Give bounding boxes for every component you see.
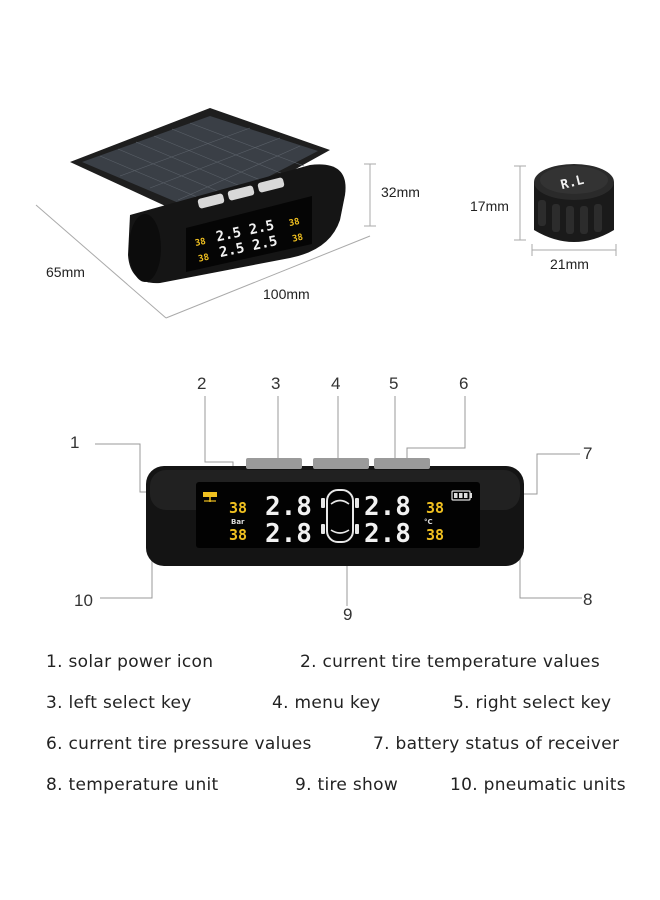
receiver-depth-label: 65mm [46,264,85,280]
callout-8: 8 [583,590,593,609]
temp-front-right: 38 [426,499,444,517]
callout-3: 3 [271,374,281,393]
legend-item-5: 5. right select key [453,693,612,713]
callout-1: 1 [70,433,80,452]
receiver-front-view-diagram: 38 38 Bar 2.8 2.8 2.8 2.8 38 °C 38 [95,396,582,606]
small-screen-temp-tl: 38 [194,237,207,249]
receiver-perspective-illustration: 38 2.5 2.5 2.5 2.5 38 38 38 [35,108,376,319]
pressure-front-left: 2.8 [265,492,312,522]
small-screen-temp-br: 38 [291,233,304,245]
callout-5: 5 [389,374,399,393]
callout-10: 10 [74,591,93,610]
temp-front-left: 38 [229,499,247,517]
car-outline-icon [321,489,359,543]
sensor-cap-label: R.L [559,173,586,193]
temp-unit: °C [424,518,433,526]
callout-2: 2 [197,374,207,393]
legend-item-2: 2. current tire temperature values [300,652,600,672]
callout-7: 7 [583,444,593,463]
solar-power-icon [203,492,217,502]
legend-item-7: 7. battery status of receiver [373,734,620,754]
legend-item-9: 9. tire show [295,775,399,795]
sensor-width-label: 21mm [550,256,589,272]
pressure-rear-right: 2.8 [364,519,411,549]
legend-item-1: 1. solar power icon [46,652,214,672]
callout-9: 9 [343,605,353,624]
battery-icon [451,490,472,501]
tire-sensor-illustration: R.L [514,164,617,256]
small-screen-temp-tr: 38 [288,217,301,229]
callout-4: 4 [331,374,341,393]
small-screen-temp-bl: 38 [197,253,210,265]
pressure-rear-left: 2.8 [265,519,312,549]
legend-item-10: 10. pneumatic units [450,775,626,795]
legend-item-3: 3. left select key [46,693,192,713]
callout-6: 6 [459,374,469,393]
receiver-width-label: 100mm [263,286,310,302]
receiver-height-label: 32mm [381,184,420,200]
temp-rear-left: 38 [229,526,247,544]
legend-item-6: 6. current tire pressure values [46,734,312,754]
temp-rear-right: 38 [426,526,444,544]
sensor-height-label: 17mm [470,198,509,214]
pressure-front-right: 2.8 [364,492,411,522]
pressure-unit: Bar [231,518,245,526]
legend-item-8: 8. temperature unit [46,775,219,795]
legend-item-4: 4. menu key [272,693,381,713]
